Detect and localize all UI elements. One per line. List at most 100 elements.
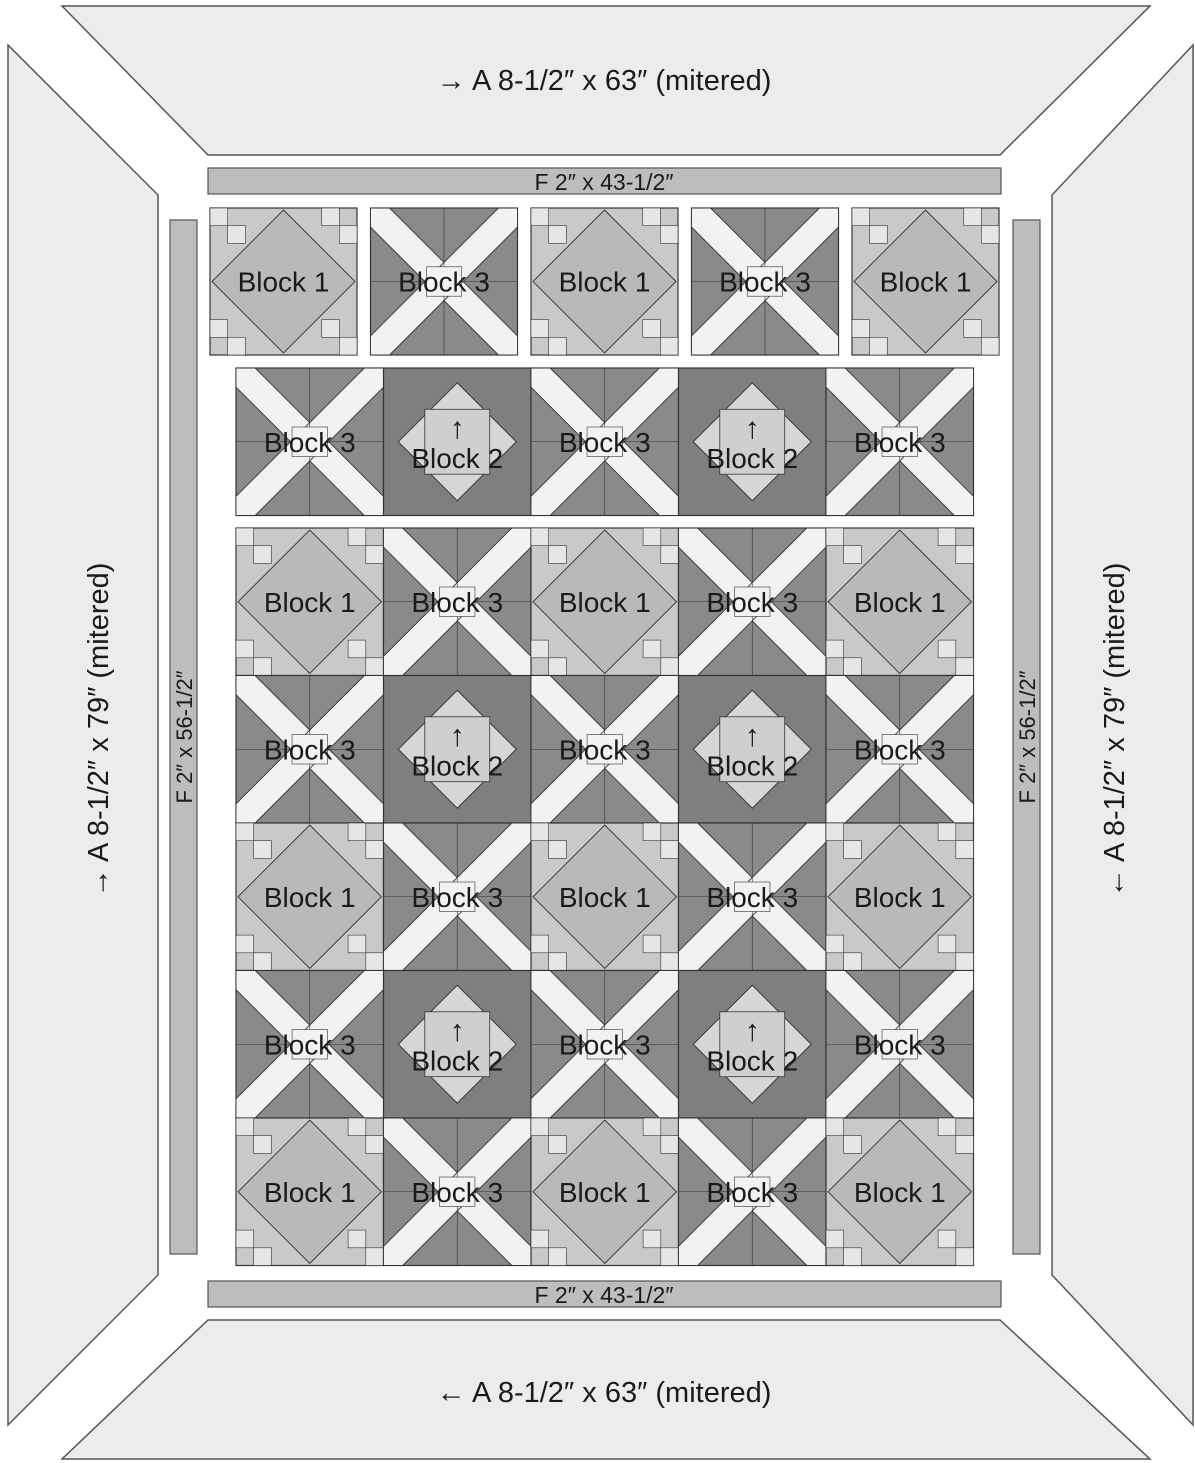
block-label: Block 2: [411, 443, 503, 474]
corner-square: [549, 841, 567, 859]
corner-square: [531, 823, 549, 841]
grid-block-3: Block 3: [384, 528, 532, 676]
corner-square: [643, 640, 661, 658]
top-row-block-1: Block 1: [210, 208, 357, 355]
corner-square: [956, 546, 974, 564]
grid-block-3: Block 3: [826, 971, 974, 1119]
corner-square: [852, 320, 870, 338]
grid-block-1: Block 1: [236, 823, 384, 971]
corner-square: [348, 823, 366, 841]
grid-block-3: Block 3: [679, 823, 827, 971]
grid-block-3: Block 3: [679, 528, 827, 676]
corner-square: [643, 823, 661, 841]
strip-top-label: F 2″ x 43-1/2″: [534, 169, 673, 195]
corner-square: [852, 208, 870, 226]
corner-square: [938, 640, 956, 658]
corner-square: [826, 935, 844, 953]
top-row-block-1: Block 1: [852, 208, 999, 355]
grid-block-1: Block 1: [826, 528, 974, 676]
grid-block-2: ↑Block 2: [679, 676, 827, 824]
corner-square: [254, 546, 272, 564]
corner-square: [826, 1118, 844, 1136]
corner-square: [531, 320, 549, 338]
block-label: Block 3: [264, 427, 356, 458]
corner-square: [938, 823, 956, 841]
corner-square: [661, 658, 679, 676]
corner-square: [844, 1248, 862, 1266]
corner-square: [549, 1136, 567, 1154]
corner-square: [844, 658, 862, 676]
corner-square: [981, 226, 999, 244]
corner-square: [661, 1248, 679, 1266]
block-label: Block 1: [854, 1177, 946, 1208]
block-label: Block 3: [719, 267, 811, 298]
top-row-block-1: Block 1: [531, 208, 678, 355]
block-label: Block 3: [411, 1177, 503, 1208]
corner-square: [549, 546, 567, 564]
corner-square: [549, 337, 567, 355]
second-row-block-3: Block 3: [236, 368, 384, 516]
second-row-block-3: Block 3: [531, 368, 679, 516]
corner-square: [643, 1118, 661, 1136]
corner-square: [956, 1136, 974, 1154]
second-row-block-2: ↑Block 2: [679, 368, 827, 516]
corner-square: [844, 1136, 862, 1154]
corner-square: [643, 320, 661, 338]
corner-square: [844, 953, 862, 971]
grid-block-1: Block 1: [236, 528, 384, 676]
grid-block-3: Block 3: [531, 676, 679, 824]
corner-square: [981, 337, 999, 355]
corner-square: [348, 1118, 366, 1136]
corner-square: [531, 1118, 549, 1136]
corner-square: [236, 640, 254, 658]
grid-block-1: Block 1: [531, 1118, 679, 1266]
corner-square: [348, 528, 366, 546]
block-label: Block 3: [706, 882, 798, 913]
block-label: Block 1: [559, 267, 651, 298]
orientation-arrow: ↑: [450, 412, 465, 445]
strip-bottom-label: F 2″ x 43-1/2″: [534, 1282, 673, 1308]
corner-square: [844, 546, 862, 564]
grid-block-3: Block 3: [826, 676, 974, 824]
corner-square: [661, 1136, 679, 1154]
grid-block-1: Block 1: [531, 823, 679, 971]
top-row-block-3: Block 3: [692, 208, 839, 355]
grid-block-3: Block 3: [679, 1118, 827, 1266]
corner-square: [660, 226, 678, 244]
corner-square: [549, 658, 567, 676]
block-label: Block 2: [411, 1045, 503, 1076]
corner-square: [366, 841, 384, 859]
grid-block-3: Block 3: [236, 676, 384, 824]
block-label: Block 2: [411, 750, 503, 781]
block-label: Block 1: [264, 882, 356, 913]
strip-left-label: F 2″ x 56-1/2″: [172, 670, 197, 803]
quilt-blocks: Block 1Block 3Block 1Block 3Block 1Block…: [210, 208, 999, 1266]
corner-square: [661, 841, 679, 859]
second-row-block-3: Block 3: [826, 368, 974, 516]
grid-block-1: Block 1: [826, 823, 974, 971]
block-label: Block 1: [854, 882, 946, 913]
corner-square: [938, 935, 956, 953]
corner-square: [938, 528, 956, 546]
block-label: Block 3: [854, 734, 946, 765]
corner-square: [826, 640, 844, 658]
corner-square: [322, 208, 340, 226]
corner-square: [938, 1118, 956, 1136]
corner-square: [660, 337, 678, 355]
corner-square: [531, 935, 549, 953]
orientation-arrow: ↑: [450, 719, 465, 752]
block-label: Block 2: [706, 1045, 798, 1076]
corner-square: [254, 953, 272, 971]
orientation-arrow: ↑: [745, 412, 760, 445]
orientation-arrow: ↑: [745, 1014, 760, 1047]
corner-square: [366, 1136, 384, 1154]
block-label: Block 1: [854, 587, 946, 618]
corner-square: [236, 528, 254, 546]
block-label: Block 3: [264, 1029, 356, 1060]
orientation-arrow: ↑: [745, 719, 760, 752]
corner-square: [643, 1230, 661, 1248]
corner-square: [254, 1136, 272, 1154]
block-label: Block 3: [559, 427, 651, 458]
grid-block-3: Block 3: [384, 823, 532, 971]
corner-square: [210, 208, 228, 226]
